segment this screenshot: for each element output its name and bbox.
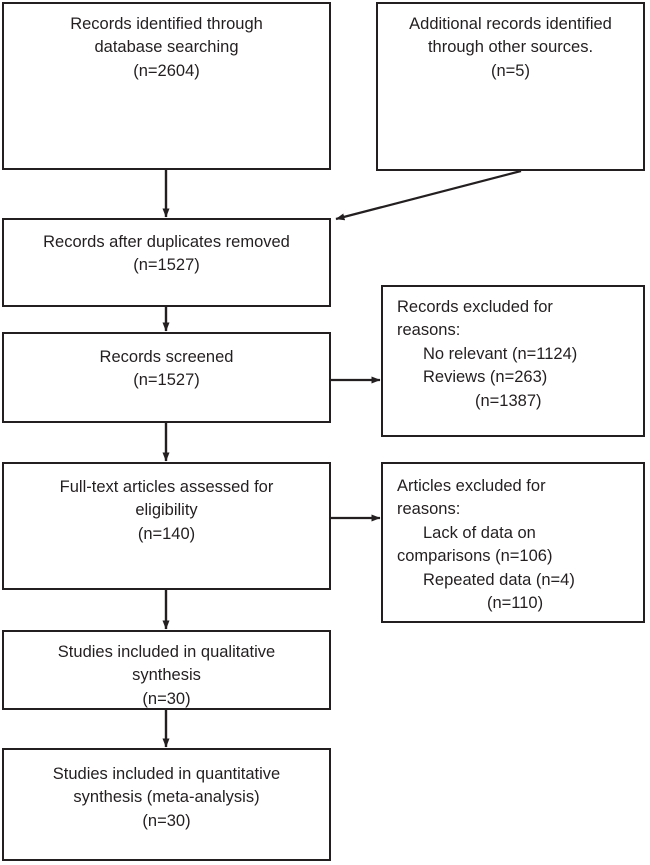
node-line: No relevant (n=1124): [423, 344, 578, 363]
node-line: Records identified through: [70, 15, 263, 33]
node-line: reasons:: [397, 500, 461, 519]
node-duplicates-removed: Records after duplicates removed (n=1527…: [2, 218, 331, 307]
node-line: (n=30): [142, 689, 191, 708]
node-line: Records excluded for: [397, 298, 553, 316]
node-line: (n=110): [487, 594, 544, 613]
node-records-screened: Records screened (n=1527): [2, 332, 331, 423]
node-line: Repeated data (n=4): [423, 570, 575, 589]
node-line: Articles excluded for: [397, 477, 546, 495]
node-line: (n=2604): [133, 61, 200, 80]
node-line: (n=140): [137, 524, 196, 543]
node-line: reasons:: [397, 321, 461, 340]
node-articles-excluded: Articles excluded for reasons: Lack of d…: [381, 462, 645, 623]
node-line: comparisons (n=106): [397, 547, 553, 566]
node-line: Additional records identified: [409, 15, 612, 33]
node-line: Studies included in quantitative: [52, 765, 281, 783]
arrow-other-sources-to-duplicates: [335, 169, 522, 221]
node-line: (n=1527): [133, 256, 200, 275]
node-line: (n=1527): [133, 371, 200, 390]
node-line: Records after duplicates removed: [43, 233, 290, 251]
node-line: (n=1387): [475, 391, 542, 410]
node-identified-database: Records identified through database sear…: [2, 2, 331, 170]
node-quantitative-synthesis: Studies included in quantitative synthes…: [2, 748, 331, 861]
node-line: synthesis (meta-analysis): [73, 788, 260, 807]
node-fulltext-assessed: Full-text articles assessed for eligibil…: [2, 462, 331, 590]
node-line: (n=5): [491, 61, 530, 80]
node-line: synthesis: [132, 666, 201, 685]
node-line: database searching: [94, 38, 239, 57]
node-line: eligibility: [135, 501, 198, 520]
node-identified-other-sources: Additional records identified through ot…: [376, 2, 645, 171]
node-records-excluded: Records excluded for reasons: No relevan…: [381, 285, 645, 437]
node-line: Full-text articles assessed for: [59, 478, 274, 496]
node-line: Studies included in qualitative: [57, 643, 276, 661]
node-line: Records screened: [99, 348, 234, 366]
node-line: through other sources.: [427, 38, 594, 57]
node-line: Reviews (n=263): [423, 368, 548, 387]
node-qualitative-synthesis: Studies included in qualitative synthesi…: [2, 630, 331, 710]
node-line: (n=30): [142, 811, 191, 830]
node-line: Lack of data on: [423, 523, 536, 542]
